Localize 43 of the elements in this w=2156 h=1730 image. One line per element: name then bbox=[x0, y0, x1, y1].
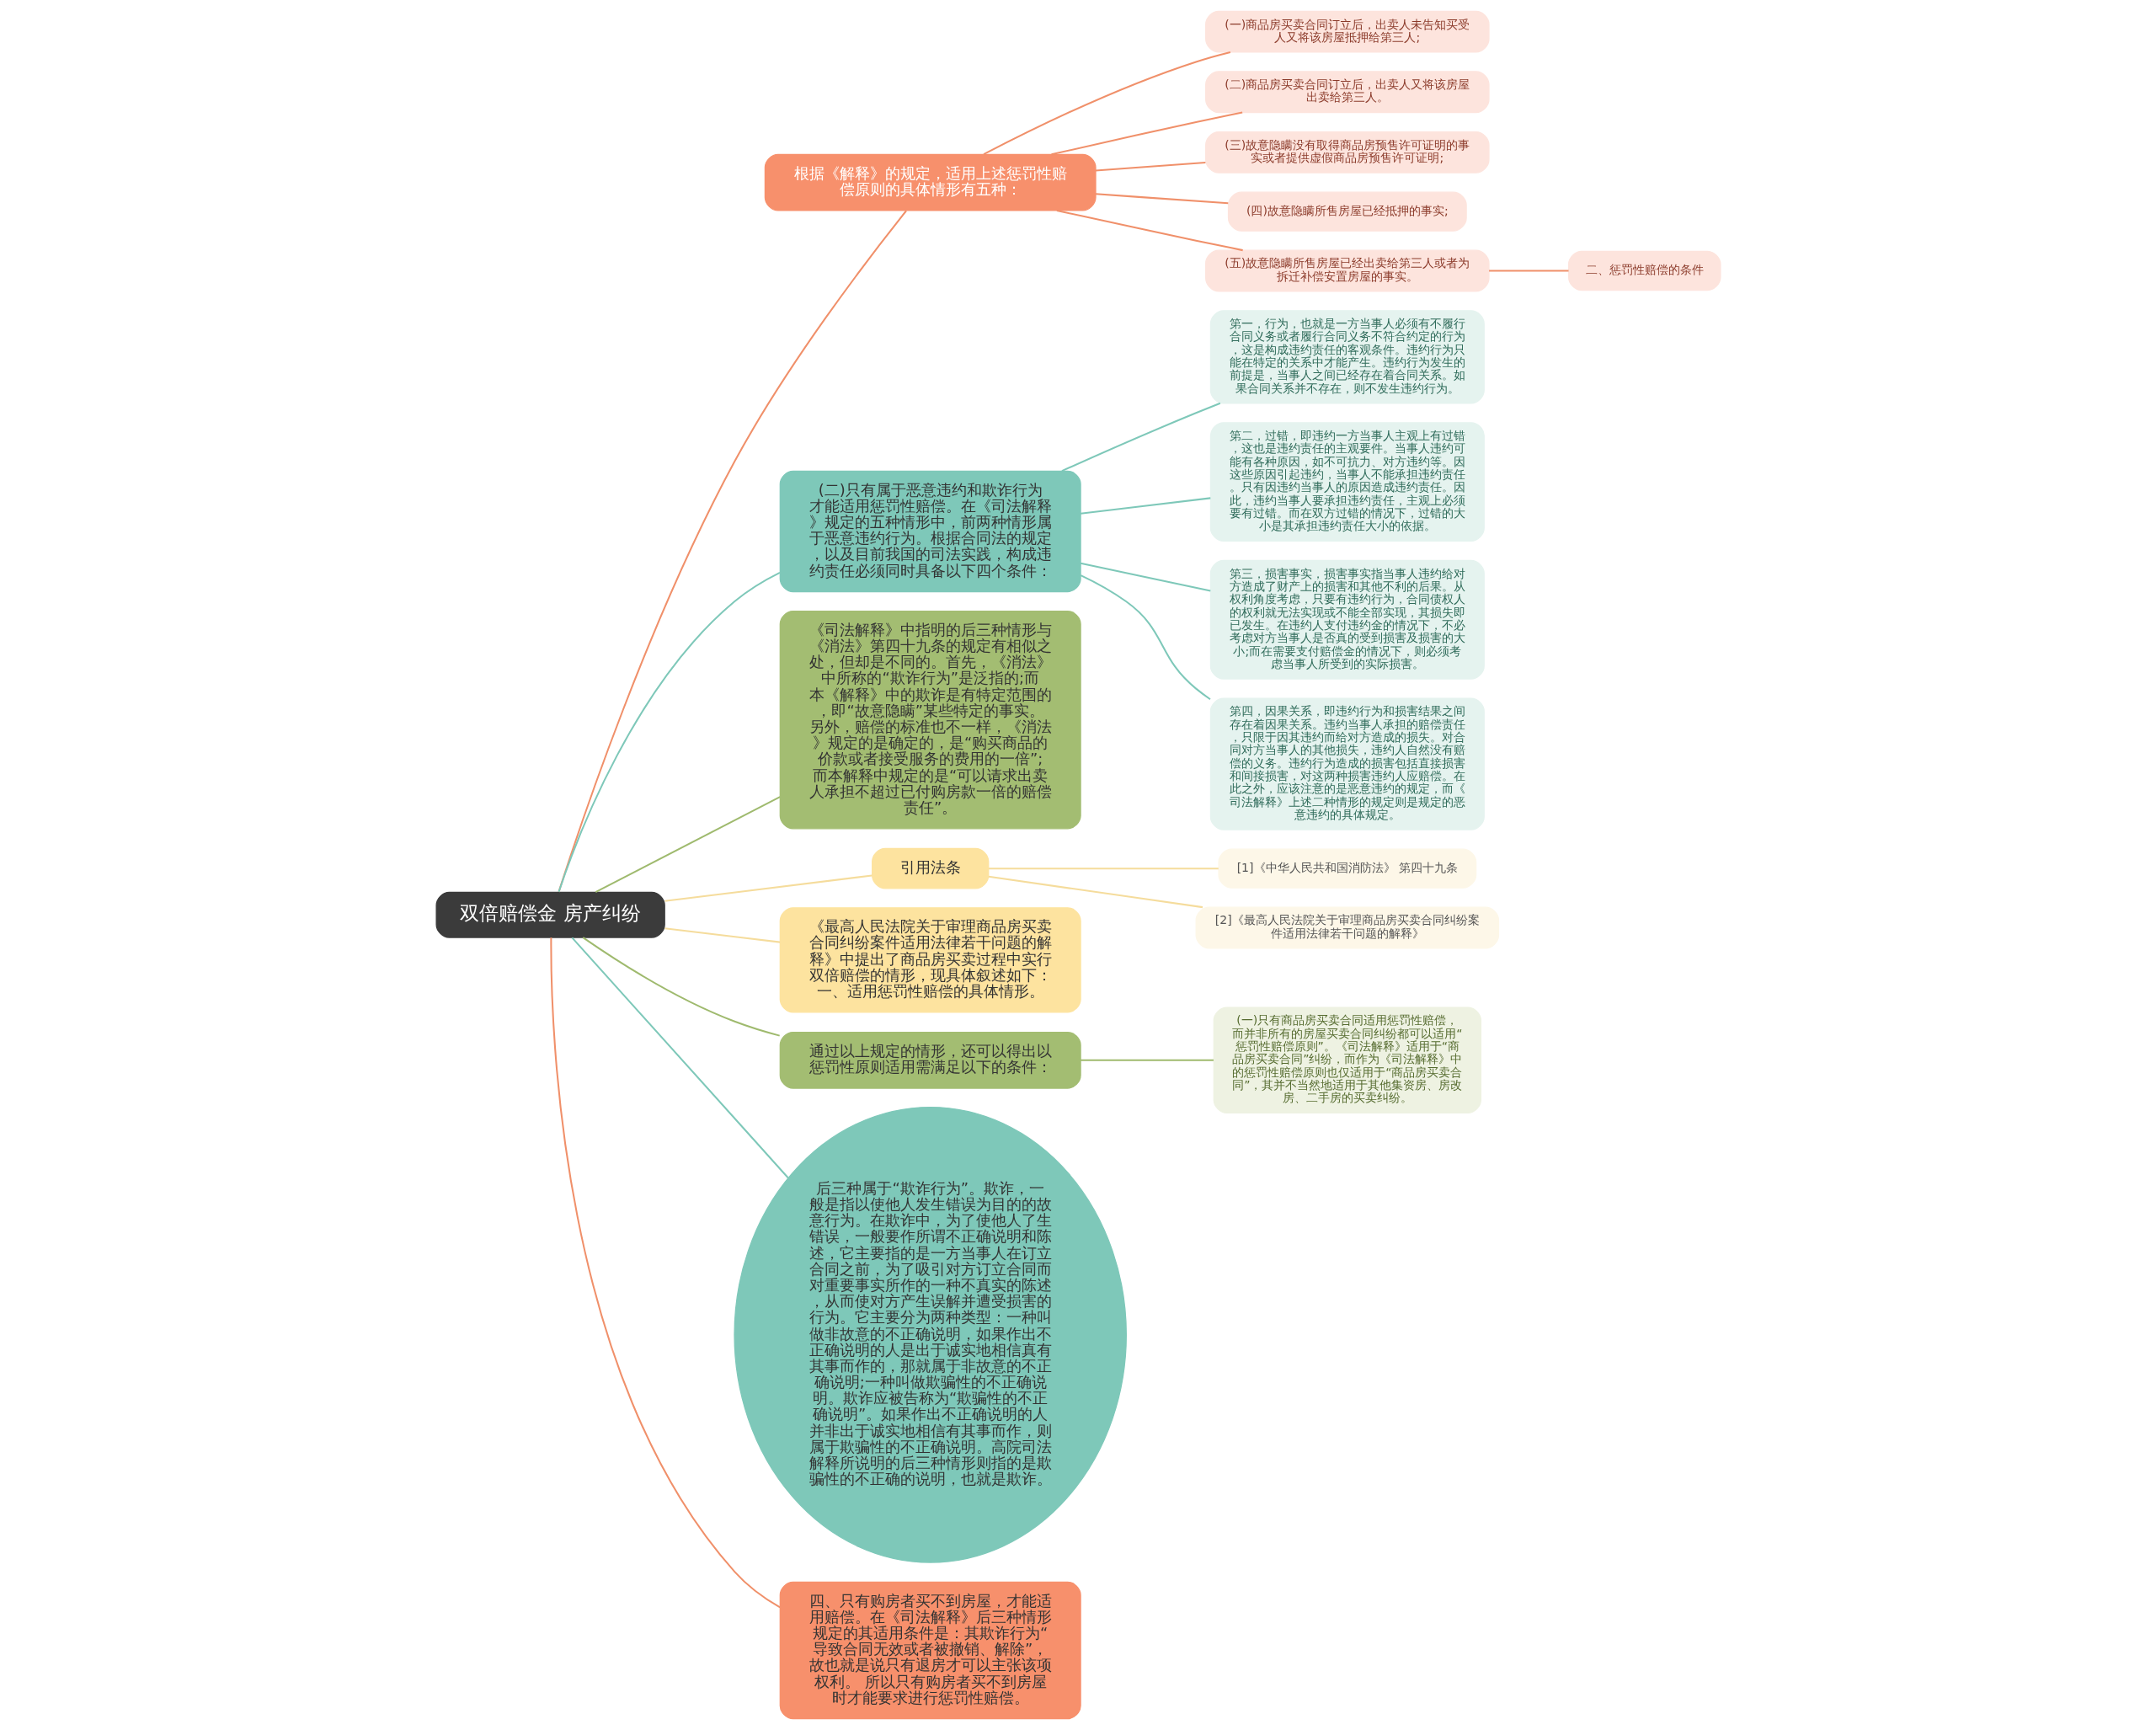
connector bbox=[1080, 497, 1210, 515]
node-ellipse: 后三种属于“欺诈行为”。欺诈，一般是指以使他人发生错误为目的的故意行为。在欺诈中，为了使他人了生错误，一般要作所谓不正确说明和陈述，它主要指的是一方当事人在订立合同之前，为了吸引对方订立合同而对重要事实所作的一种不真实的陈述，从而使对方产生误解并遭受损害的行为。它主要分为两种类型：一种叫做非故意的不正确说明，如果作出不正确说明的人是出于诚实地相信真有其事而作的，那就属于非故意的不正确说明;一种叫做欺骗性的不正确说明。欺诈应被告称为“欺骗性的不正确说明”。如果作出不正确说明的人并非出于诚实地相信有其事而作，则属于欺骗性的不正确说明。高院司法解释所说明的后三种情形则指的是欺骗性的不正确的说明，也就是欺诈。 bbox=[733, 1106, 1127, 1563]
node-box: 二、惩罚性赔偿的条件 bbox=[1567, 250, 1721, 291]
connector bbox=[595, 796, 781, 894]
node-box: 通过以上规定的情形，还可以得出以惩罚性原则适用需满足以下的条件： bbox=[779, 1031, 1081, 1089]
node-box: [1]《中华人民共和国消防法》 第四十九条 bbox=[1217, 848, 1476, 889]
connector bbox=[1095, 193, 1228, 205]
connector bbox=[582, 937, 780, 1037]
connector bbox=[1080, 1059, 1214, 1061]
connector bbox=[988, 875, 1203, 909]
connector bbox=[1488, 270, 1568, 272]
node-box: (四)故意隐瞒所售房屋已经抵押的事实; bbox=[1227, 191, 1467, 232]
node-box: 四、只有购房者买不到房屋，才能适用赔偿。在《司法解释》后三种情形规定的其适用条件是：其欺诈行为“导致合同无效或者被撤销、解除”，故也就是说只有退房才可以主张该项权利。 所以只有购房者买不到房屋时才能要求进行惩罚性赔偿。 bbox=[779, 1581, 1081, 1720]
node-box: 第二，过错，即违约一方当事人主观上有过错，这也是违约责任的主观要件。当事人违约可能有各种原因，如不可抗力、对方违约等。因这些原因引起违约，当事人不能承担违约责任。只有因违约当事人的原因造成违约责任。因此，违约当事人要承担违约责任，主观上必须要有过错。而在双方过错的情况下，过错的大小是其承担违约责任大小的依据。 bbox=[1209, 422, 1485, 542]
connector bbox=[664, 927, 780, 943]
node-box: (二)只有属于恶意违约和欺诈行为才能适用惩罚性赔偿。在《司法解释》规定的五种情形中，前两种情形属于恶意违约行为。根据合同法的规定，以及目前我国的司法实践，构成违约责任必须同时具备以下四个条件： bbox=[779, 470, 1081, 593]
node-box: (一)商品房买卖合同订立后，出卖人未告知买受人又将该房屋抵押给第三人; bbox=[1204, 10, 1490, 53]
node-box: (三)故意隐瞒没有取得商品房预售许可证明的事实或者提供虚假商品房预售许可证明; bbox=[1204, 131, 1490, 174]
node-box: [2]《最高人民法院关于审理商品房买卖合同纠纷案件适用法律若干问题的解释》 bbox=[1195, 906, 1499, 949]
node-box: 第四，因果关系，即违约行为和损害结果之间存在着因果关系。违约当事人承担的赔偿责任，只限于因其违约而给对方造成的损失。对合同对方当事人的其他损失，违约人自然没有赔偿的义务。违约行为造成的损害包括直接损害和间接损害，对这两种损害违约人应赔偿。在此之外，应该注意的是恶意违约的规定，而《司法解释》上述二种情形的规定则是规定的恶意违约的具体规定。 bbox=[1209, 697, 1485, 830]
connector bbox=[558, 571, 780, 893]
node-box: 双倍赔偿金 房产纠纷 bbox=[435, 891, 665, 938]
connector bbox=[983, 51, 1230, 156]
node-box: 《最高人民法院关于审理商品房买卖合同纠纷案件适用法律若干问题的解释》中提出了商品房买卖过程中实行双倍赔偿的情形，现具体叙述如下：一、适用惩罚性赔偿的具体情形。 bbox=[779, 907, 1081, 1013]
connector bbox=[664, 874, 872, 902]
connector bbox=[1080, 574, 1211, 701]
node-box: 第一，行为，也就是一方当事人必须有不履行合同义务或者履行合同义务不符合约定的行为，这是构成违约责任的客观条件。违约行为只能在特定的关系中才能产生。违约行为发生的前提是，当事人之间已经存在着合同关系。如果合同关系并不存在，则不发生违约行为。 bbox=[1209, 310, 1485, 404]
connector bbox=[571, 937, 789, 1179]
connector bbox=[1050, 111, 1242, 156]
connector bbox=[1061, 402, 1220, 473]
node-box: 《司法解释》中指明的后三种情形与《消法》第四十九条的规定有相似之处，但却是不同的。首先，《消法》中所称的“欺诈行为”是泛指的;而本《解释》中的欺诈是有特定范围的，即“故意隐瞒”某些特定的事实。另外，赔偿的标准也不一样，《消法》规定的是确定的，是“购买商品的价款或者接受服务的费用的一倍”;而本解释中规定的是“可以请求出卖人承担不超过已付购房款一倍的赔偿责任”。 bbox=[779, 610, 1081, 830]
connector bbox=[558, 210, 907, 893]
node-box: (一)只有商品房买卖合同适用惩罚性赔偿，而并非所有的房屋买卖合同纠纷都可以适用“惩罚性赔偿原则”。《司法解释》适用于“商品房买卖合同”纠纷，而作为《司法解释》中的惩罚性赔偿原则也仅适用于“商品房买卖合同”，其并不当然地适用于其他集资房、房改房、二手房的买卖纠纷。 bbox=[1213, 1006, 1481, 1114]
node-box: 根据《解释》的规定，适用上述惩罚性赔偿原则的具体情形有五种： bbox=[764, 153, 1097, 211]
node-box: 第三，损害事实，损害事实指当事人违约给对方造成了财产上的损害和其他不利的后果。从权利角度考虑，只要有违约行为，合同债权人的权利就无法实现或不能全部实现，其损失即已发生。在违约人支付违约金的情况下，不必考虑对方当事人是否真的受到损害及损害的大小;而在需要支付赔偿金的情况下，则必须考虑当事人所受到的实际损害。 bbox=[1209, 559, 1485, 680]
node-box: (二)商品房买卖合同订立后，出卖人又将该房屋出卖给第三人。 bbox=[1204, 71, 1490, 114]
connector bbox=[1080, 562, 1211, 592]
node-box: 引用法条 bbox=[871, 847, 989, 889]
connector bbox=[988, 868, 1219, 870]
connector bbox=[1095, 161, 1205, 172]
node-box: (五)故意隐瞒所售房屋已经出卖给第三人或者为拆迁补偿安置房屋的事实。 bbox=[1204, 249, 1490, 292]
connector bbox=[1056, 209, 1243, 252]
connector bbox=[549, 937, 781, 1609]
